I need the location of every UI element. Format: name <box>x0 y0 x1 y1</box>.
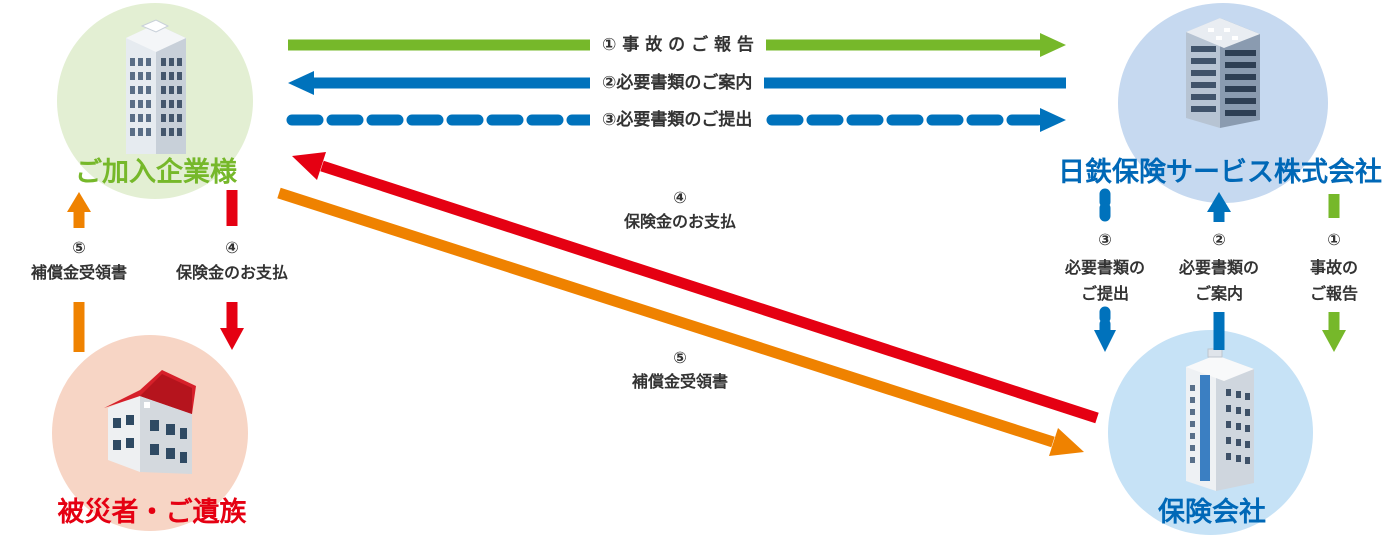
arrow-right-guidance-up <box>1207 192 1231 350</box>
label-step4-number: ④ <box>673 188 687 207</box>
member-company-label: ご加入企業様 <box>75 157 237 188</box>
right-label-step1-number: ① <box>1327 230 1341 249</box>
insurer-building-icon <box>1186 348 1254 491</box>
arrow-left-payment-down <box>220 190 244 350</box>
insurer-label: 保険会社 <box>1158 497 1266 528</box>
right-label-step3-line2: ご提出 <box>1080 284 1129 303</box>
label-step5-number: ⑤ <box>673 348 687 367</box>
left-label-compensation-receipt: 補償金受領書 <box>30 263 127 282</box>
label-step4-insurance-payment: 保険金のお支払 <box>623 212 736 231</box>
right-label-step3-number: ③ <box>1098 230 1112 249</box>
right-label-step2-number: ② <box>1212 230 1226 249</box>
label-step2-documents-guidance: ②必要書類のご案内 <box>590 71 765 95</box>
arrow-compensation-receipt-diagonal <box>277 187 1084 456</box>
arrow-right-report-down <box>1322 194 1346 352</box>
right-label-step3-line1: 必要書類の <box>1064 258 1145 277</box>
member-company-building-icon <box>126 19 186 154</box>
label-step3-documents-submission: ③必要書類のご提出 <box>590 108 765 132</box>
arrow-left-receipt-up <box>67 192 91 352</box>
right-label-step1-line2: ご報告 <box>1309 284 1358 303</box>
victim-label: 被災者・ご遺族 <box>57 497 247 528</box>
right-label-step2-line1: 必要書類の <box>1178 258 1259 277</box>
nittetsu-building-icon <box>1186 18 1260 128</box>
right-label-step2-line2: ご案内 <box>1194 284 1243 303</box>
nittetsu-label: 日鉄保険サービス株式会社 <box>1058 157 1382 188</box>
left-label-step5-number: ⑤ <box>72 238 86 257</box>
label-step1-accident-report: ① 事 故 の ご 報 告 <box>590 33 766 57</box>
left-label-step4-number: ④ <box>225 238 239 257</box>
arrow-insurance-payment-diagonal <box>292 152 1099 424</box>
right-label-step1-line1: 事故の <box>1309 258 1358 277</box>
arrow-right-submission-down <box>1094 188 1116 352</box>
label-step5-compensation-receipt: 補償金受領書 <box>631 372 728 391</box>
victim-house-icon <box>104 370 196 474</box>
left-label-insurance-payment: 保険金のお支払 <box>175 263 288 282</box>
